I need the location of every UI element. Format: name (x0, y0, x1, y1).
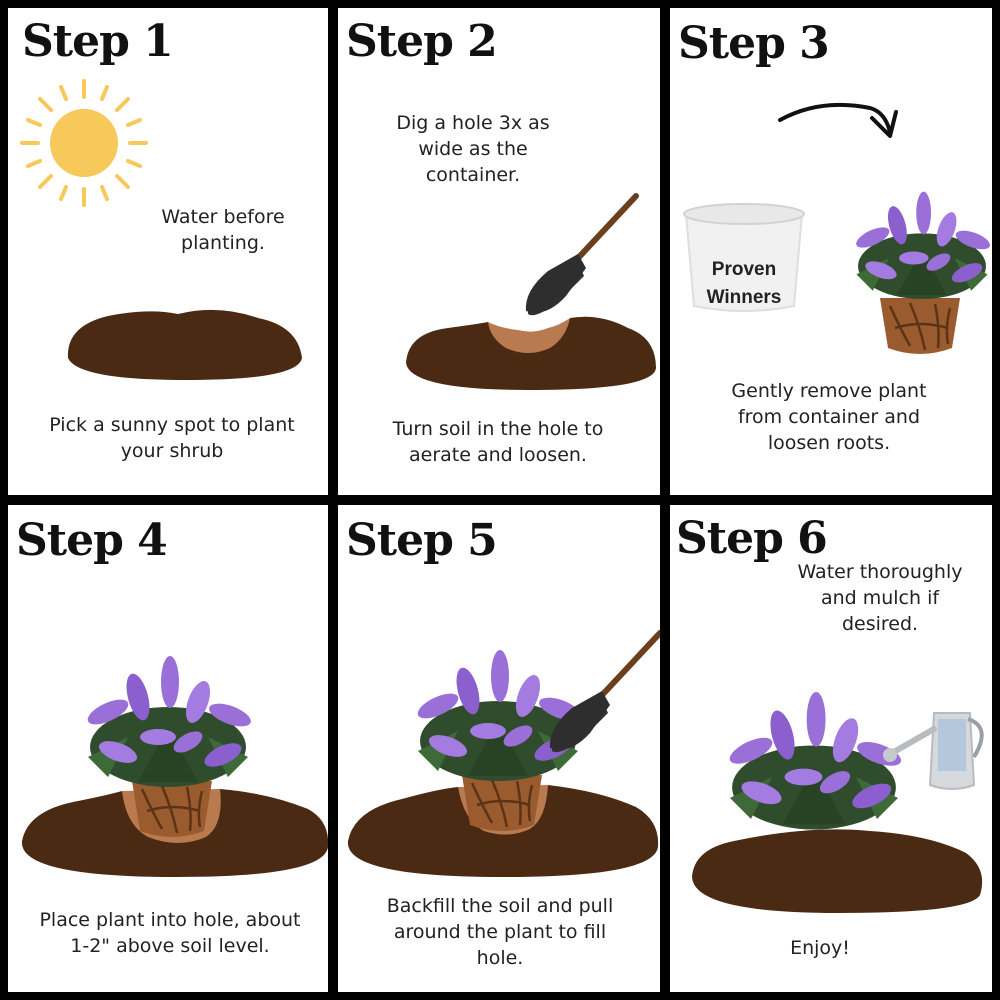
rootball (878, 296, 962, 356)
watering-can-icon (883, 712, 984, 790)
step-4-bottom-text: Place plant into hole, about 1-2" above … (39, 909, 301, 957)
step-1-illustration (20, 79, 302, 380)
step-1-panel: Step 1 Water before planting. Pick a sun… (8, 8, 328, 495)
step-2-illustration (406, 8, 656, 390)
step-5-title: Step 5 (346, 515, 498, 566)
dug-hole (488, 318, 570, 353)
arrow-icon (778, 102, 892, 134)
step-6-panel: Step 6 Water thoroughly and mulch if des… (670, 505, 992, 992)
step-1-bottom-text: Pick a sunny spot to plant your shrub (49, 414, 295, 462)
step-1-top-text: Water before planting. (161, 206, 285, 254)
flower-plant (414, 650, 584, 781)
step-6-top-text: Water thoroughly and mulch if desired. (797, 561, 963, 635)
flower-plant (853, 191, 992, 299)
step-2-title: Step 2 (346, 16, 498, 67)
step-6-illustration (692, 691, 984, 913)
rootball (460, 773, 544, 833)
step-6-title: Step 6 (676, 513, 828, 564)
step-4-title: Step 4 (16, 515, 168, 566)
step-2-top-text: Dig a hole 3x as wide as the container. (396, 112, 550, 186)
step-5-bottom-text: Backfill the soil and pull around the pl… (386, 895, 614, 969)
rootball (130, 779, 214, 839)
empty-pot (683, 203, 805, 312)
sun-icon (20, 79, 148, 207)
step-6-bottom-text: Enjoy! (790, 937, 850, 959)
step-3-bottom-text: Gently remove plant from container and l… (731, 380, 927, 454)
step-4-illustration (21, 656, 328, 877)
step-1-title: Step 1 (22, 16, 174, 67)
pot-label: Proven Winners (706, 259, 782, 308)
shovel-icon (526, 196, 636, 315)
step-3-illustration (683, 102, 992, 356)
soil-mound (21, 789, 328, 877)
step-5-illustration (347, 505, 660, 877)
flower-plant (84, 656, 254, 787)
shovel-icon (550, 633, 660, 752)
step-4-panel: Step 4 Place plant into hole, about 1-2"… (8, 505, 328, 992)
soil-mound (67, 309, 302, 380)
step-3-title: Step 3 (678, 18, 830, 69)
step-2-panel: Step 2 Dig a hole 3x as wide as the cont… (338, 8, 660, 495)
step-5-panel: Step 5 Backfill the soil and pull around… (338, 505, 660, 992)
flower-plant (726, 691, 905, 830)
step-2-bottom-text: Turn soil in the hole to aerate and loos… (392, 418, 604, 466)
soil-mound (692, 829, 983, 913)
soil-mound (406, 316, 656, 390)
step-3-panel: Step 3 Proven Winners Gently remove plan… (670, 8, 992, 495)
